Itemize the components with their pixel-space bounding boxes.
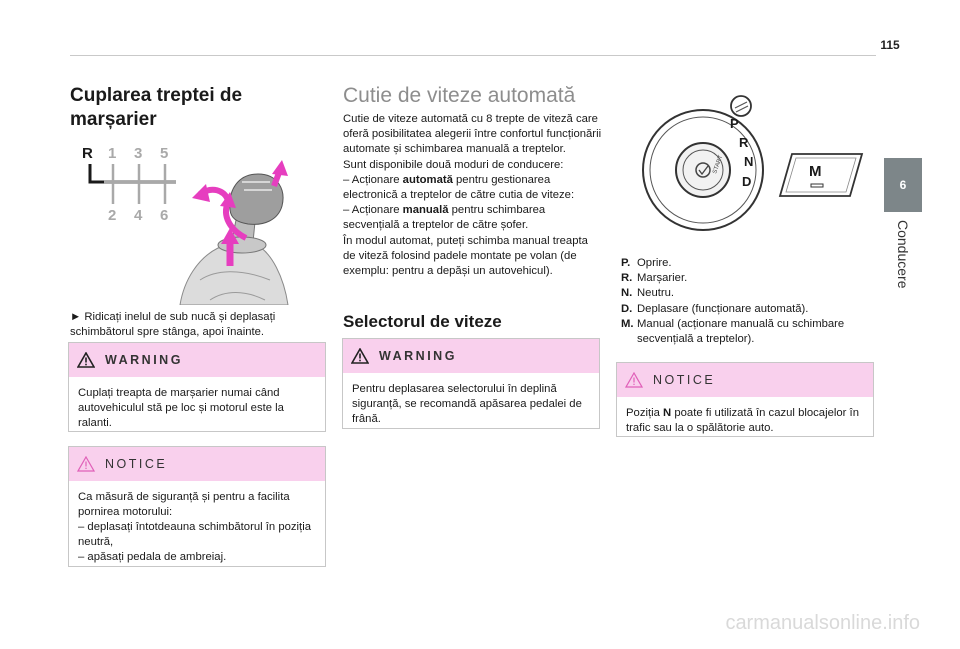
- gear-number-5: 5: [160, 145, 168, 162]
- warning-header: WARNING: [343, 339, 599, 373]
- gear-number-6: 6: [160, 207, 168, 224]
- reverse-gear-instruction: ► Ridicați inelul de sub nucă și deplasa…: [70, 311, 276, 338]
- dial-letter-d: D: [742, 174, 751, 189]
- notice-box-selector: NOTICE Poziția N poate fi utilizată în c…: [616, 362, 874, 437]
- notice-triangle-icon: [77, 456, 95, 472]
- notice-label: NOTICE: [653, 373, 716, 387]
- notice-box-reverse: NOTICE Ca măsură de siguranță și pentru …: [68, 446, 326, 567]
- top-rule: [70, 55, 876, 56]
- dial-letter-r: R: [739, 135, 749, 150]
- warning-text: Cuplați treapta de marșarier numai când …: [78, 387, 284, 429]
- legend-item: P.Oprire.: [621, 257, 672, 269]
- gear-letter-r: R: [82, 145, 93, 162]
- automatic-para-3: În modul automat, puteți schimba manual …: [343, 234, 588, 278]
- warning-triangle-icon: [77, 352, 95, 368]
- warning-box-reverse: WARNING Cuplați treapta de marșarier num…: [68, 342, 326, 432]
- notice-line: Ca măsură de siguranță și pentru a facil…: [78, 491, 290, 518]
- legend-item: M.Manual (acționare manuală cu schimbare…: [621, 317, 845, 346]
- legend-item: D.Deplasare (funcționare automată).: [621, 302, 809, 315]
- legend-item: N.Neutru.: [621, 287, 675, 300]
- notice-line: – apăsați pedala de ambreiaj.: [78, 551, 227, 563]
- dial-letter-n: N: [744, 154, 753, 169]
- chapter-tab[interactable]: [884, 158, 922, 212]
- notice-body: Ca măsură de siguranță și pentru a facil…: [69, 481, 325, 573]
- chapter-label: Conducere: [895, 220, 911, 289]
- gear-number-1: 1: [108, 145, 116, 162]
- notice-text: Poziția N poate fi utilizată în cazul bl…: [626, 407, 859, 434]
- notice-label: NOTICE: [105, 457, 168, 471]
- warning-text: Pentru deplasarea selectorului în deplin…: [352, 383, 582, 425]
- warning-label: WARNING: [105, 353, 183, 367]
- notice-header: NOTICE: [69, 447, 325, 481]
- warning-triangle-icon: [351, 348, 369, 364]
- warning-box-selector: WARNING Pentru deplasarea selectorului î…: [342, 338, 600, 429]
- notice-line: – deplasați întotdeauna schimbătorul în …: [78, 521, 311, 548]
- gear-pattern-diagram: R 1 3 5 2 4 6: [82, 145, 168, 224]
- gear-number-4: 4: [134, 207, 143, 224]
- warning-label: WARNING: [379, 349, 457, 363]
- selector-title: Selectorul de viteze: [343, 312, 502, 331]
- watermark: carmanualsonline.info: [725, 612, 920, 634]
- gear-selector-illustration: START P R N D M: [642, 95, 864, 231]
- automatic-gearbox-title: Cutie de viteze automată: [343, 84, 576, 107]
- selector-legend: P.Oprire. R.Marșarier. N.Neutru. D.Depla…: [621, 256, 876, 347]
- automatic-para-2: Sunt disponibile două moduri de conducer…: [343, 158, 564, 171]
- warning-header: WARNING: [69, 343, 325, 377]
- m-button-label: M: [809, 163, 822, 180]
- reverse-gear-title: Cuplarea treptei de marșarier: [70, 85, 243, 130]
- automatic-item-1: – Acționare automată pentru gestionarea …: [343, 173, 575, 202]
- notice-triangle-icon: [625, 372, 643, 388]
- notice-header: NOTICE: [617, 363, 873, 397]
- legend-item: R.Marșarier.: [621, 272, 688, 285]
- gear-number-2: 2: [108, 207, 116, 224]
- gear-number-3: 3: [134, 145, 142, 162]
- automatic-gearbox-text: Cutie de viteze automată cu 8 trepte de …: [343, 112, 603, 279]
- chapter-label-wrap: Conducere: [884, 220, 922, 330]
- dial-letter-p: P: [730, 116, 739, 131]
- chapter-number: 6: [899, 178, 907, 192]
- automatic-item-2: – Acționare manuală pentru schimbarea se…: [343, 204, 546, 232]
- gear-shift-illustration: R 1 3 5 2 4 6: [82, 145, 289, 305]
- automatic-para-1: Cutie de viteze automată cu 8 trepte de …: [343, 113, 602, 156]
- page-number: 115: [880, 38, 900, 52]
